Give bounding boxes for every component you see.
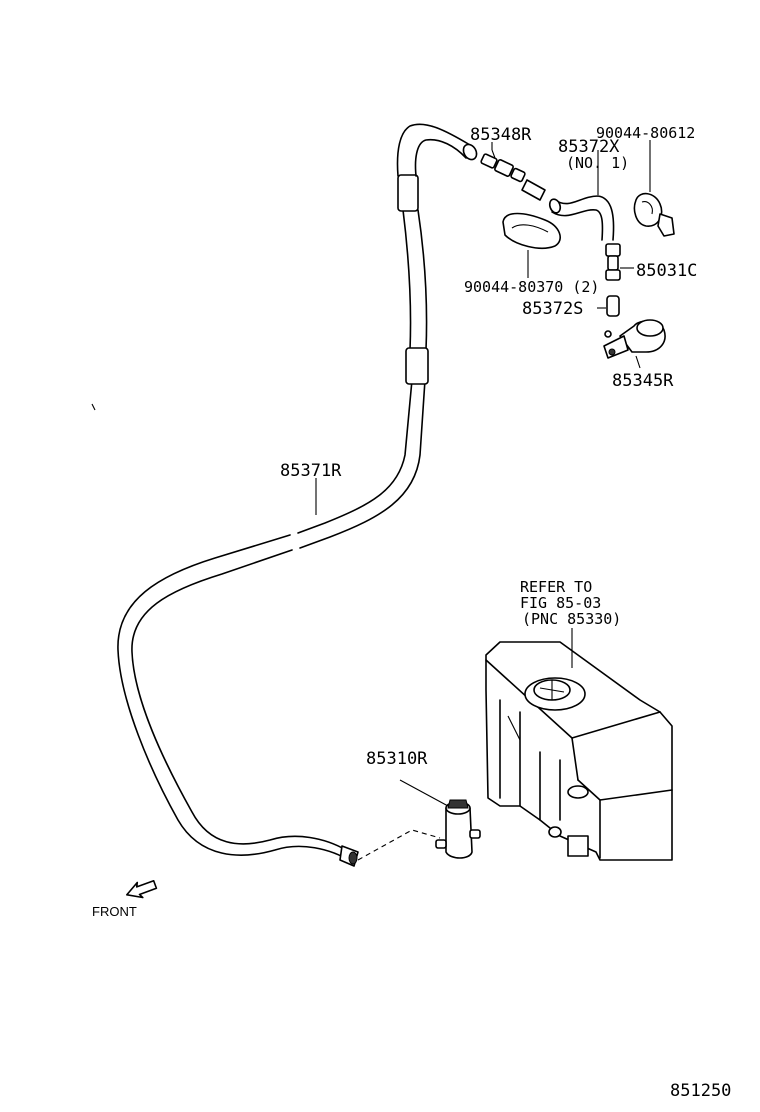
joint-85031c — [605, 243, 634, 281]
label-85372x-note: (NO. 1) — [566, 154, 629, 172]
label-front: FRONT — [92, 904, 137, 919]
label-refer-line3: (PNC 85330) — [522, 610, 621, 628]
nozzle-90044-80612 — [633, 140, 675, 237]
washer-pump-85310r — [399, 779, 481, 859]
label-85372x: 85372X — [558, 137, 620, 157]
washer-hose-85371r — [117, 123, 478, 867]
hose-85372s — [597, 295, 620, 317]
label-85371r: 85371R — [280, 461, 342, 481]
label-90044-80370: 90044-80370 (2) — [464, 278, 599, 296]
stray-mark — [91, 403, 96, 411]
label-85310r: 85310R — [366, 749, 428, 769]
label-85372s: 85372S — [522, 299, 583, 319]
label-90044-80612: 90044-80612 — [596, 124, 695, 142]
label-refer-line1: REFER TO — [520, 578, 592, 596]
label-85345r: 85345R — [612, 371, 674, 391]
label-85031c: 85031C — [636, 261, 697, 281]
hose-85372x — [521, 150, 615, 241]
front-arrow-icon — [126, 879, 158, 899]
joint-85348r — [480, 149, 526, 183]
dashed-connection-line — [357, 829, 441, 861]
label-refer-line2: FIG 85-03 — [520, 594, 601, 612]
clamp-90044-80370 — [502, 212, 561, 278]
washer-reservoir — [485, 628, 673, 861]
figure-number: 851250 — [670, 1081, 731, 1101]
label-85348r: 85348R — [470, 125, 532, 145]
nozzle-85345r — [603, 319, 666, 369]
